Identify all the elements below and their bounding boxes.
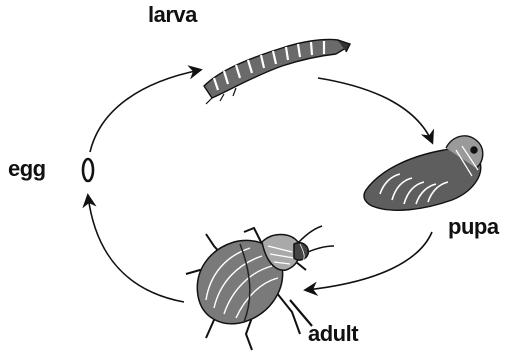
arrow-larva-to-pupa (318, 78, 432, 142)
label-pupa: pupa (448, 214, 499, 240)
arrow-pupa-to-adult (306, 232, 432, 290)
arrow-egg-to-larva (90, 70, 200, 152)
arrow-adult-to-egg (88, 196, 184, 302)
egg-icon (83, 159, 93, 181)
pupa-icon (364, 136, 483, 210)
label-adult: adult (308, 321, 358, 347)
label-larva: larva (148, 2, 197, 28)
larva-icon (204, 39, 350, 104)
label-egg: egg (8, 156, 46, 182)
